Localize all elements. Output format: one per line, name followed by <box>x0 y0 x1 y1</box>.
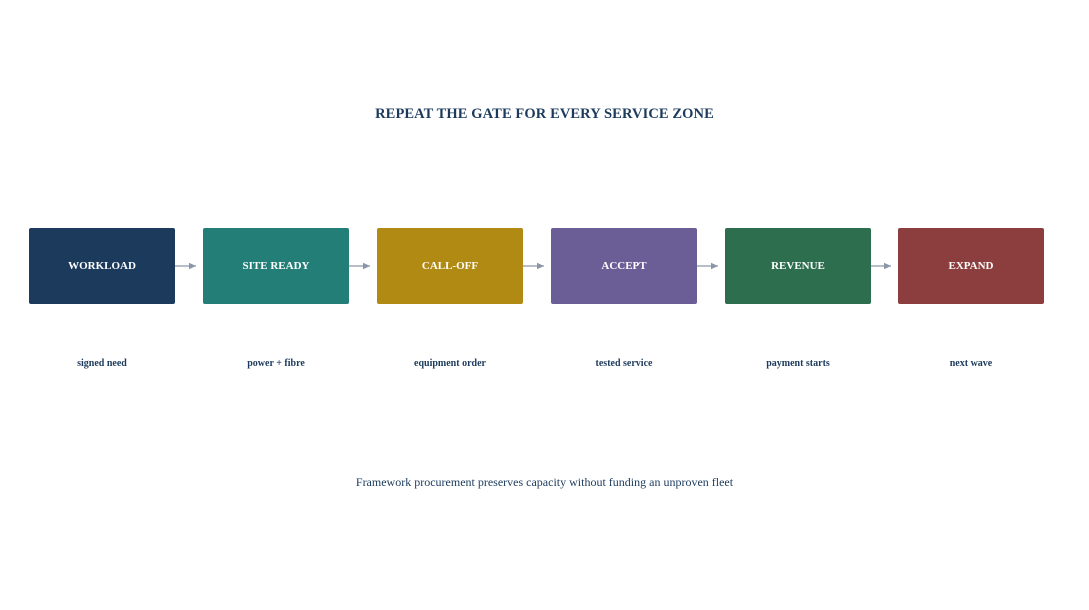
step-caption-revenue: payment starts <box>766 358 830 369</box>
diagram-title: REPEAT THE GATE FOR EVERY SERVICE ZONE <box>375 106 714 122</box>
step-caption-workload: signed need <box>77 358 127 369</box>
step-box-site-ready: SITE READY <box>203 228 349 304</box>
step-caption-accept: tested service <box>595 358 653 369</box>
step-box-revenue: REVENUE <box>725 228 871 304</box>
step-box-workload: WORKLOAD <box>29 228 175 304</box>
step-box-call-off: CALL-OFF <box>377 228 523 304</box>
step-caption-call-off: equipment order <box>414 358 486 369</box>
step-caption-expand: next wave <box>949 358 993 369</box>
step-caption-site-ready: power + fibre <box>247 358 305 369</box>
step-box-accept: ACCEPT <box>551 228 697 304</box>
footer-note: Framework procurement preserves capacity… <box>355 475 734 489</box>
step-box-expand: EXPAND <box>898 228 1044 304</box>
